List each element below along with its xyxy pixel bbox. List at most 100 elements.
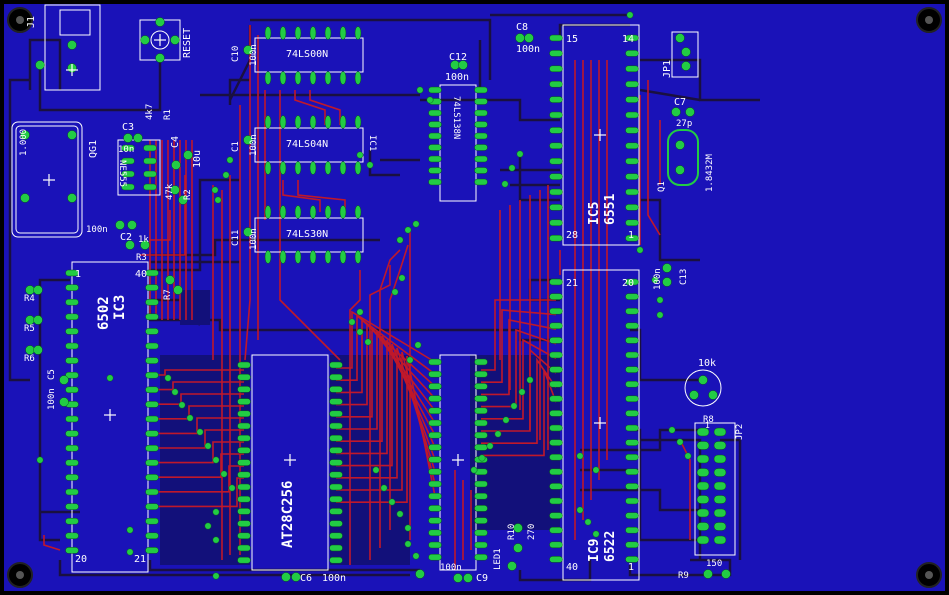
u4-pin	[474, 178, 488, 186]
ic2-pin	[329, 495, 343, 503]
u5-pin	[474, 431, 488, 439]
u5-pin	[474, 517, 488, 524]
ic5-pin	[625, 219, 639, 227]
u5-pin	[474, 370, 488, 378]
ic5-pin	[549, 50, 563, 57]
via	[576, 452, 584, 460]
via	[391, 288, 399, 296]
ic5-pin	[625, 65, 639, 73]
ne555-pin	[121, 183, 135, 191]
via	[356, 308, 364, 316]
label-c3: C3	[122, 122, 134, 133]
ic9-pin	[625, 556, 639, 563]
label-qg1: QG1	[88, 140, 99, 158]
u1-pin	[279, 26, 287, 40]
label-u2-part: 74LS04N	[286, 139, 328, 150]
via	[388, 498, 396, 506]
component-pad	[183, 150, 193, 160]
jp2-pin	[696, 522, 710, 531]
ic9-pin	[625, 424, 639, 432]
ic3-pin	[65, 371, 79, 379]
label-c11-val: 100n	[249, 228, 259, 250]
jp2-pin	[713, 454, 727, 464]
component-pad	[59, 375, 69, 385]
via	[396, 236, 404, 244]
ic3-pin	[145, 371, 159, 379]
ic5-pin	[625, 173, 639, 180]
trace	[481, 328, 557, 408]
u1-pin	[354, 71, 362, 85]
u3-pin	[354, 250, 362, 264]
jp2-pin	[713, 508, 727, 518]
ic2-pin	[329, 447, 343, 454]
component-pad	[685, 107, 695, 117]
ic2-pin	[329, 508, 343, 515]
component-pad	[675, 165, 685, 175]
via	[178, 401, 186, 409]
u5-pin	[474, 419, 488, 427]
ic2-pin	[237, 410, 251, 418]
u3-pin	[294, 205, 302, 219]
trace	[152, 429, 244, 449]
trace	[679, 439, 691, 540]
u5-pin	[428, 492, 442, 500]
jp2-pin	[696, 468, 710, 477]
u4-pin	[474, 121, 488, 128]
mounting-hole-drill	[925, 16, 933, 24]
component-pad	[20, 130, 30, 140]
ic9-pin	[549, 453, 563, 461]
ic5-pin	[549, 127, 563, 134]
label-ic3-part: 6502	[96, 296, 112, 330]
label-c1-val: 100n	[249, 134, 259, 156]
component-pad	[173, 285, 183, 295]
component-pads	[20, 11, 731, 583]
u4-pin	[474, 167, 488, 174]
u2-pin	[324, 161, 332, 175]
trace	[336, 355, 436, 504]
ic3-pin	[145, 503, 159, 510]
via	[676, 438, 684, 446]
ic5-pin	[625, 204, 639, 211]
ic9-pin	[625, 468, 639, 476]
ic2-pin	[329, 422, 343, 430]
label-c13-val: 100n	[653, 268, 663, 290]
top-layer-traces	[43, 25, 691, 570]
component-pad	[20, 193, 30, 203]
trace	[481, 309, 557, 384]
ic5-pin	[549, 173, 563, 180]
u1-outline	[254, 37, 364, 73]
label-ic3-pin40: 40	[135, 269, 147, 280]
via	[518, 388, 526, 396]
via	[510, 402, 518, 410]
via	[516, 150, 524, 158]
component-pad	[243, 45, 253, 55]
ic2-pin	[237, 495, 251, 503]
ic9-pin	[625, 351, 639, 359]
label-r2-val: 47k	[165, 183, 175, 200]
ic3-pin	[65, 444, 79, 452]
ne555-pin	[143, 157, 157, 165]
label-c8: C8	[516, 22, 528, 33]
u3-pin	[324, 250, 332, 264]
mounting-holes	[7, 7, 942, 588]
ne555-pin	[121, 157, 135, 165]
ic2-pin	[329, 532, 343, 540]
ic3-pin	[145, 488, 159, 496]
ic9-pin	[549, 410, 563, 417]
jp2-pin	[696, 481, 710, 491]
ic5-pin	[625, 50, 639, 57]
label-ic9-pin40: 40	[566, 562, 578, 573]
ic2-pin	[237, 471, 251, 479]
ic2-pin	[237, 544, 251, 552]
label-r2: R2	[183, 189, 193, 200]
component-pad	[140, 35, 150, 45]
u5-pin	[428, 480, 442, 488]
u3-pin	[264, 250, 272, 264]
ic3-pin	[145, 517, 159, 525]
component-pad	[243, 135, 253, 145]
u5-pin	[428, 407, 442, 415]
ic5-pin	[549, 219, 563, 227]
ic2-pin	[237, 373, 251, 381]
via	[214, 196, 222, 204]
component-pad	[515, 33, 525, 43]
